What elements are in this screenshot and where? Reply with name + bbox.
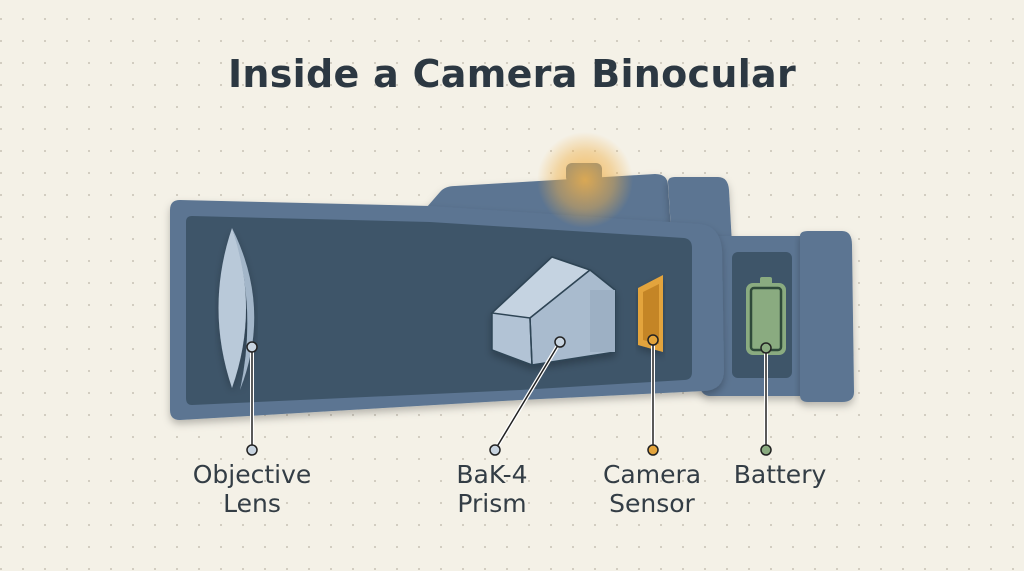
battery-anchor-dot (760, 342, 772, 354)
sensor-anchor-dot (647, 334, 659, 346)
label-line: Objective (192, 460, 312, 489)
battery-end-dot (760, 444, 772, 456)
eyecup (800, 231, 854, 402)
label-line: Prism (457, 489, 527, 518)
lens-anchor-dot (246, 341, 258, 353)
prism-anchor-dot (554, 336, 566, 348)
page-title: Inside a Camera Binocular (227, 52, 797, 96)
sensor-end-dot (647, 444, 659, 456)
label-objective-lens: Objective Lens (162, 460, 342, 518)
main-body-interior (186, 216, 692, 405)
prism-icon (490, 256, 616, 366)
label-line: Sensor (609, 489, 695, 518)
label-line: Battery (733, 460, 827, 489)
camera-sensor-icon (638, 275, 663, 352)
label-battery: Battery (690, 460, 870, 489)
label-line: BaK-4 (456, 460, 528, 489)
label-prism: BaK-4 Prism (402, 460, 582, 518)
prism-end-dot (489, 444, 501, 456)
lens-end-dot (246, 444, 258, 456)
label-line: Lens (223, 489, 281, 518)
label-line: Camera (602, 460, 702, 489)
label-camera-sensor: Camera Sensor (562, 460, 742, 518)
shutter-glow (537, 132, 633, 228)
